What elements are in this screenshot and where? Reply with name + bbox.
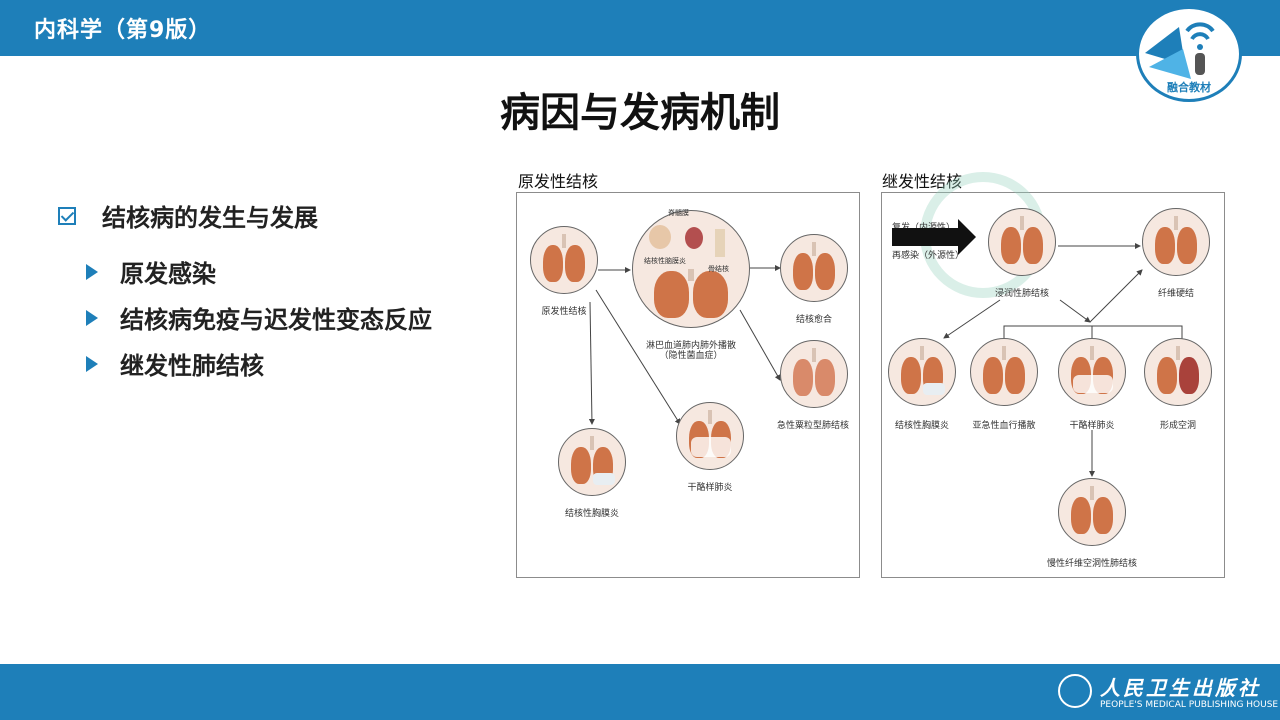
outline-sub-item: 结核病免疫与迟发性变态反应 (86, 300, 432, 335)
lung-illustration-infiltrative (988, 208, 1056, 276)
page-title: 病因与发病机制 (500, 90, 780, 136)
lung-illustration-fibrotic (1142, 208, 1210, 276)
lung-illustration-miliary (780, 340, 848, 408)
publisher-name-cn: 人民卫生出版社 (1100, 676, 1261, 700)
header-bar: 内科学（第9版） (0, 0, 1280, 56)
lung-illustration-primary (530, 226, 598, 294)
caption-miliary: 急性粟粒型肺结核 (776, 421, 849, 431)
lung-illustration-chronic (1058, 478, 1126, 546)
caption-organ-kidney: 结核性脑膜炎 (644, 257, 686, 265)
outline-main-text: 结核病的发生与发展 (102, 204, 318, 232)
caption-pleurisy: 结核性胸膜炎 (564, 509, 619, 519)
arrow-bullet-icon (86, 263, 98, 280)
caption-caseous-2: 干酪样肺炎 (1069, 421, 1115, 431)
caption-dissemination-sub: （隐性菌血症） (659, 351, 723, 361)
lung-illustration-caseous (676, 402, 744, 470)
outline-sub-text: 继发性肺结核 (120, 352, 264, 380)
caption-fibrotic: 纤维硬结 (1157, 289, 1194, 299)
outline-sub-text: 原发感染 (120, 260, 216, 288)
outline-sub-text: 结核病免疫与迟发性变态反应 (120, 306, 432, 334)
caption-primary-tb: 原发性结核 (541, 307, 587, 317)
outline-sub-item: 继发性肺结核 (86, 346, 264, 381)
publisher-name-en: PEOPLE'S MEDICAL PUBLISHING HOUSE (1100, 700, 1279, 710)
outline-main-item: 结核病的发生与发展 (58, 198, 318, 233)
primary-tb-label: 原发性结核 (518, 172, 599, 191)
badge-label: 融合教材 (1167, 81, 1211, 94)
caption-chronic: 慢性纤维空洞性肺结核 (1046, 559, 1137, 569)
lung-illustration-hematogenous (970, 338, 1038, 406)
lung-illustration-pleurisy (558, 428, 626, 496)
caption-healed: 结核愈合 (795, 315, 832, 325)
caption-infiltrative: 浸润性肺结核 (994, 289, 1049, 299)
integrated-textbook-badge: 融合教材 (1136, 6, 1242, 102)
caption-cavity: 形成空洞 (1159, 421, 1196, 431)
lung-illustration-cavity (1144, 338, 1212, 406)
caption-dissemination: 淋巴血道肺内肺外播散 (645, 341, 736, 351)
caption-pleurisy-2: 结核性胸膜炎 (894, 421, 949, 431)
caption-caseous: 干酪样肺炎 (687, 483, 733, 493)
lung-illustration-pleurisy-2 (888, 338, 956, 406)
book-title: 内科学（第9版） (34, 18, 212, 43)
publisher-logo-icon (1058, 674, 1092, 708)
caption-organ-bone: 骨结核 (708, 265, 729, 273)
checkbox-icon (58, 206, 76, 225)
lung-illustration-caseous-2 (1058, 338, 1126, 406)
caption-reinfection: 再感染（外源性） (892, 251, 965, 261)
arrow-bullet-icon (86, 309, 98, 326)
lung-illustration-healed (780, 234, 848, 302)
arrow-bullet-icon (86, 355, 98, 372)
caption-hematogenous: 亚急性血行播散 (972, 421, 1036, 431)
big-arrow-icon (892, 219, 976, 255)
caption-organ-brain: 脊髓膜 (668, 209, 689, 217)
outline-sub-item: 原发感染 (86, 254, 216, 289)
lung-illustration-dissemination (632, 210, 750, 328)
wifi-hand-icon (1145, 22, 1215, 79)
